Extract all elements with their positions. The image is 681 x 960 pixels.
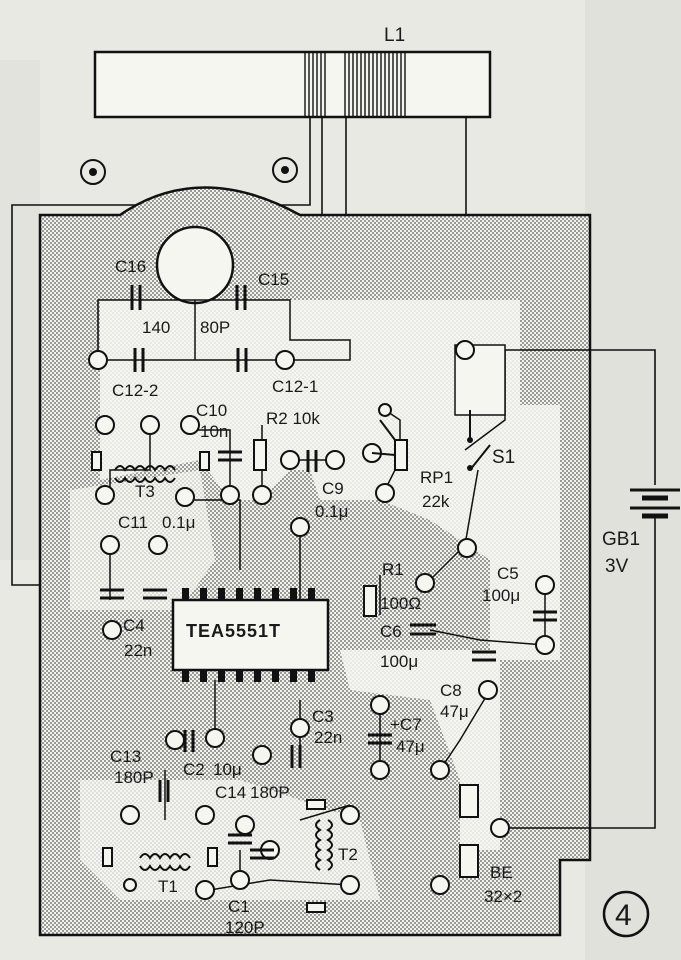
- mounting-hole-right: [272, 157, 298, 183]
- transformer-t2: [306, 799, 333, 913]
- label-c3: C3: [312, 707, 334, 726]
- label-c15-value: 80P: [200, 318, 230, 337]
- label-chip: TEA5551T: [186, 621, 281, 641]
- transformer-t3: [91, 451, 210, 483]
- label-gb1: GB1: [602, 529, 640, 550]
- resistor-symbols: [253, 439, 408, 617]
- label-r2: R2 10k: [266, 409, 320, 428]
- battery-wiring: [470, 349, 656, 829]
- earphone-be: [459, 784, 479, 878]
- label-c13: C13: [110, 747, 141, 766]
- capacitor-symbols: [100, 285, 557, 860]
- label-c7: +C7: [390, 715, 422, 734]
- label-c3-value: 22n: [314, 728, 342, 747]
- label-c14-value: 180P: [250, 783, 290, 802]
- potentiometer-rp1: [371, 419, 396, 456]
- label-l1: L1: [384, 25, 405, 46]
- label-t3: T3: [135, 482, 155, 501]
- figure-number: 4: [615, 899, 632, 932]
- ic-tea5551t: [171, 588, 330, 682]
- label-c1-value: 120P: [225, 918, 265, 937]
- label-c10: C10: [196, 401, 227, 420]
- label-rp1: RP1: [420, 468, 453, 487]
- label-gb1-value: 3V: [605, 556, 629, 577]
- figure-number-badge: 4: [602, 890, 650, 938]
- label-c8: C8: [440, 681, 462, 700]
- label-c16-value: 140: [142, 318, 170, 337]
- label-c9: C9: [322, 479, 344, 498]
- label-r1-value: 100Ω: [380, 594, 421, 613]
- label-c11-value: 0.1μ: [162, 513, 195, 532]
- label-r1: R1: [382, 560, 404, 579]
- label-c14: C14: [215, 783, 246, 802]
- ferrite-antenna-l1: [11, 50, 492, 586]
- label-c6-value: 100μ: [380, 652, 418, 671]
- label-c6: C6: [380, 622, 402, 641]
- label-c15: C15: [258, 270, 289, 289]
- solder-pads: [88, 340, 555, 900]
- label-s1: S1: [492, 447, 515, 468]
- label-c5: C5: [497, 564, 519, 583]
- label-c2-value: 10μ: [213, 760, 242, 779]
- label-c4: C4: [123, 616, 145, 635]
- label-c10-value: 10n: [200, 422, 228, 441]
- label-c7-value: 47μ: [396, 737, 425, 756]
- label-c13-value: 180P: [114, 768, 154, 787]
- label-c12-1: C12-1: [272, 377, 318, 396]
- label-c12-2: C12-2: [112, 381, 158, 400]
- label-c11: C11: [118, 513, 148, 532]
- label-t2: T2: [338, 845, 358, 864]
- label-c1: C1: [228, 897, 250, 916]
- component-labels: C16 C15 140 80P C12-2 C12-1 C10 10n R2 1…: [110, 257, 522, 937]
- label-c16: C16: [115, 257, 146, 276]
- label-rp1-value: 22k: [422, 492, 450, 511]
- label-c2: C2: [183, 760, 205, 779]
- variable-capacitor-body: [155, 225, 235, 305]
- battery-gb1-symbol: [630, 488, 680, 519]
- label-c8-value: 47μ: [440, 702, 469, 721]
- label-t1: T1: [158, 877, 178, 896]
- label-c4-value: 22n: [124, 641, 152, 660]
- mounting-hole-left: [80, 159, 106, 185]
- transformer-t1: [102, 847, 218, 871]
- label-c5-value: 100μ: [482, 586, 520, 605]
- label-c9-value: 0.1μ: [315, 502, 348, 521]
- label-be: BE: [490, 863, 513, 882]
- label-be-value: 32×2: [484, 887, 522, 906]
